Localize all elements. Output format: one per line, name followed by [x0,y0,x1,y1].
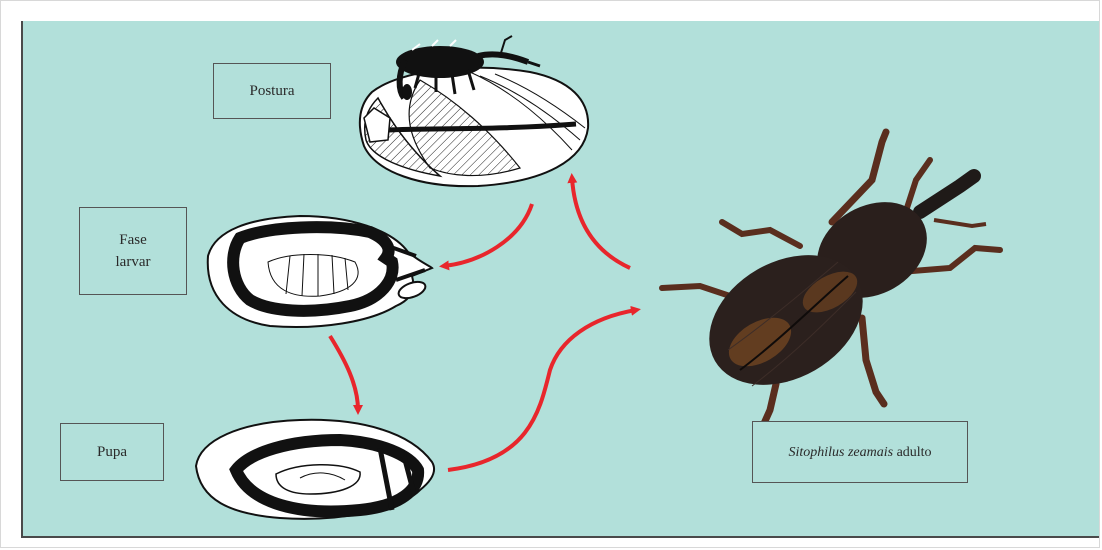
label-fase-larvar-line2: larvar [116,251,151,274]
label-adult: Sitophilus zeamais adulto [752,421,968,483]
cycle-arrows [330,178,636,470]
pupa-grain-drawing [196,420,434,519]
label-fase-larvar: Fase larvar [79,207,187,295]
adult-weevil-image [662,132,1000,428]
arrow-pupa-to-adult [448,310,636,470]
larva-grain-drawing [208,216,432,327]
postura-grain-drawing [360,36,588,186]
arrow-postura-to-larvar [444,204,532,266]
arrow-larvar-to-pupa [330,336,358,410]
label-adult-suffix: adulto [893,445,932,460]
label-adult-species: Sitophilus zeamais [788,445,893,460]
label-pupa: Pupa [60,423,164,481]
label-fase-larvar-line1: Fase [116,229,151,252]
label-pupa-text: Pupa [97,441,127,464]
arrow-adult-to-postura [572,178,630,268]
label-postura-text: Postura [250,80,295,103]
label-postura: Postura [213,63,331,119]
